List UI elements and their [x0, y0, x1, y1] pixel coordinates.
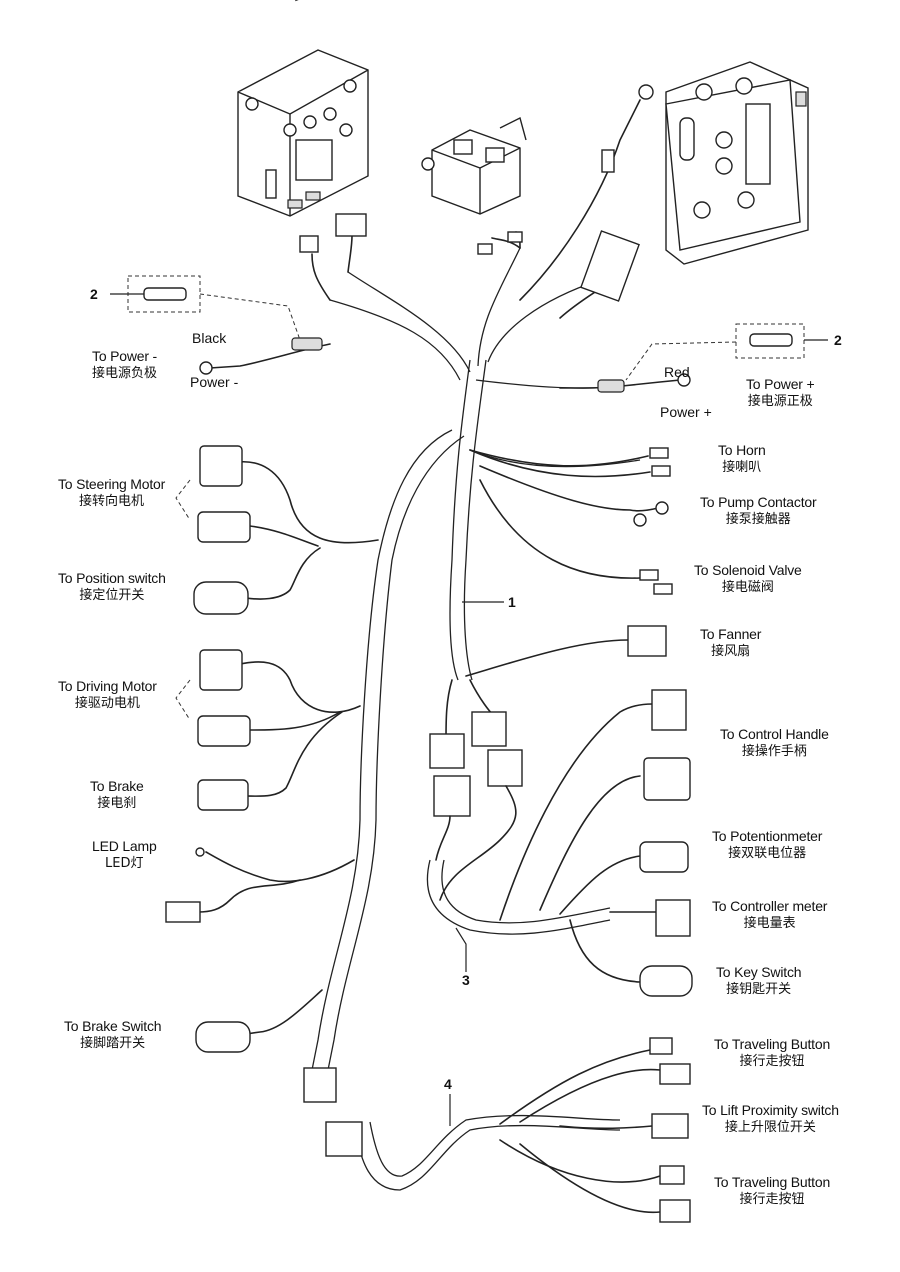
label-to-position-switch: To Position switch 接定位开关	[58, 570, 166, 604]
label-to-pump-contactor: To Pump Contactor 接泵接触器	[700, 494, 817, 528]
label-en: To Brake	[90, 778, 144, 794]
label-en: To Solenoid Valve	[694, 562, 802, 578]
label-cn: LED灯	[105, 855, 144, 871]
label-cn: 接脚踏开关	[80, 1035, 146, 1051]
label-en: To Brake Switch	[64, 1018, 162, 1034]
wire-label-black: Black	[192, 330, 227, 346]
label-en: LED Lamp	[92, 838, 157, 854]
label-to-controller-meter: To Controller meter 接电量表	[712, 898, 827, 932]
label-en: To Control Handle	[720, 726, 829, 742]
label-en: To Traveling Button	[714, 1174, 831, 1190]
label-en: To Potentionmeter	[712, 828, 823, 844]
callout-leaders	[449, 601, 504, 1126]
label-cn: 接行走按钮	[739, 1053, 805, 1069]
label-cn: 接钥匙开关	[726, 981, 792, 997]
label-to-driving-motor: To Driving Motor 接驱动电机	[58, 678, 157, 712]
power-plus-branch	[559, 323, 828, 393]
label-to-lift-proximity-switch: To Lift Proximity switch 接上升限位开关	[702, 1102, 839, 1136]
label-cn: 接电磁阀	[721, 579, 774, 595]
label-to-steering-motor: To Steering Motor 接转向电机	[58, 476, 165, 510]
label-to-power-plus: To Power + 接电源正极	[746, 376, 815, 410]
label-to-horn: To Horn 接喇叭	[718, 442, 766, 476]
label-to-brake: To Brake 接电刹	[90, 778, 144, 812]
label-led-lamp: LED Lamp LED灯	[92, 838, 157, 872]
power-minus-branch	[110, 275, 331, 375]
label-en: To Power +	[746, 376, 815, 392]
brake-switch-branch	[195, 989, 323, 1053]
callout-2-right: 2	[834, 332, 842, 348]
main-harness-bundle	[311, 247, 641, 1071]
label-cn: 接电量表	[743, 915, 796, 931]
middle-connectors	[426, 679, 611, 935]
left-upper-branches	[175, 445, 379, 811]
label-en: To Position switch	[58, 570, 166, 586]
label-to-solenoid-valve: To Solenoid Valve 接电磁阀	[694, 562, 802, 596]
label-to-potentionmeter: To Potentionmeter 接双联电位器	[712, 828, 822, 862]
callout-4: 4	[444, 1076, 452, 1092]
label-to-power-minus: To Power - 接电源负极	[92, 348, 157, 382]
bottom-harness-4	[303, 1037, 691, 1223]
label-en: To Driving Motor	[58, 678, 157, 694]
label-to-control-handle: To Control Handle 接操作手柄	[720, 726, 829, 760]
callout-2-left: 2	[90, 286, 98, 302]
label-to-brake-switch: To Brake Switch 接脚踏开关	[64, 1018, 162, 1052]
label-to-fanner: To Fanner 接风扇	[700, 626, 761, 660]
label-cn: 接电刹	[97, 795, 137, 811]
label-en: To Fanner	[700, 626, 762, 642]
label-en: To Traveling Button	[714, 1036, 831, 1052]
label-en: To Power -	[92, 348, 157, 364]
led-lamp-branch	[165, 847, 355, 923]
callout-1: 1	[508, 594, 516, 610]
contactor-relay	[421, 116, 527, 215]
left-controller-module	[237, 0, 369, 217]
label-cn: 接泵接触器	[725, 511, 791, 527]
wire-label-power-minus: Power -	[190, 374, 239, 390]
label-cn: 接操作手柄	[741, 743, 807, 759]
label-en: To Pump Contactor	[700, 494, 817, 510]
label-en: To Horn	[718, 442, 766, 458]
wire-label-power-plus: Power +	[660, 404, 712, 420]
label-to-traveling-button-2: To Traveling Button 接行走按钮	[714, 1174, 830, 1208]
label-cn: 接转向电机	[79, 493, 145, 509]
label-cn: 接风扇	[711, 643, 751, 659]
label-cn: 接喇叭	[722, 459, 762, 475]
label-cn: 接定位开关	[79, 587, 145, 603]
label-cn: 接双联电位器	[728, 845, 807, 861]
label-en: To Steering Motor	[58, 476, 166, 492]
label-cn: 接电源负极	[92, 365, 158, 381]
label-en: To Controller meter	[712, 898, 828, 914]
callout-3: 3	[462, 972, 470, 988]
lower-right-branches	[499, 689, 693, 997]
top-wires	[299, 84, 654, 319]
label-cn: 接行走按钮	[739, 1191, 805, 1207]
right-upper-branches	[465, 447, 673, 677]
label-en: To Lift Proximity switch	[702, 1102, 839, 1118]
label-to-key-switch: To Key Switch 接钥匙开关	[716, 964, 802, 998]
label-en: To Key Switch	[716, 964, 802, 980]
wire-label-red: Red	[664, 364, 690, 380]
right-motor-controller	[665, 61, 809, 265]
label-cn: 接驱动电机	[74, 695, 140, 711]
label-cn: 接电源正极	[747, 393, 813, 409]
label-cn: 接上升限位开关	[724, 1119, 816, 1135]
label-to-traveling-button-1: To Traveling Button 接行走按钮	[714, 1036, 830, 1070]
